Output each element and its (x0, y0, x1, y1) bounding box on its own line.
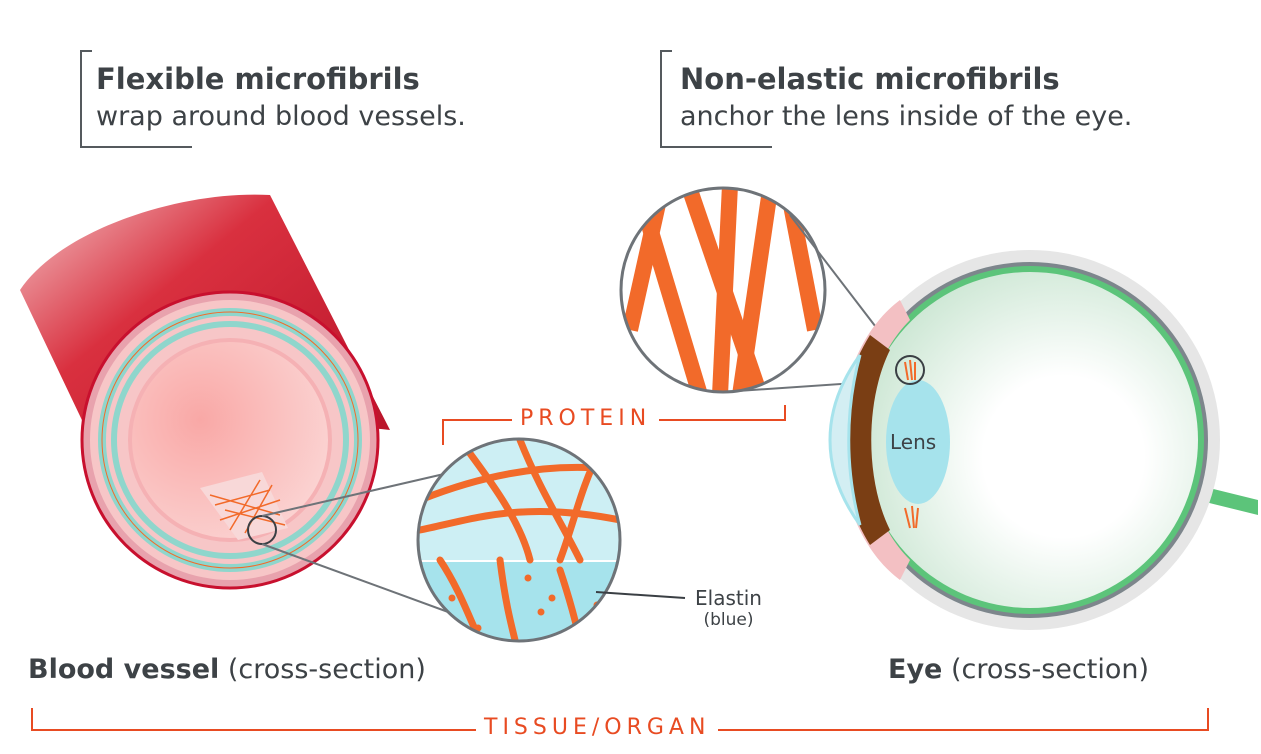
right-caption-bracket (660, 50, 772, 148)
eye-title: Eye (888, 654, 943, 685)
blood-vessel-note: (cross-section) (227, 654, 426, 685)
left-caption-bracket (80, 50, 192, 148)
left-caption-title: Flexible microfibrils (96, 62, 420, 96)
eye-label: Eye (cross-section) (888, 654, 1149, 685)
right-caption: Non-elastic microfibrils anchor the lens… (680, 62, 1132, 133)
protein-detail-circle (416, 437, 622, 643)
right-caption-title: Non-elastic microfibrils (680, 62, 1060, 96)
elastin-note: (blue) (703, 610, 754, 630)
protein-label: PROTEIN (512, 406, 660, 431)
blood-vessel-illustration (20, 194, 390, 590)
left-caption: Flexible microfibrils wrap around blood … (96, 62, 466, 133)
tissue-organ-label: TISSUE/ORGAN (476, 715, 719, 740)
elastin-pointer (595, 591, 686, 599)
left-caption-subtitle: wrap around blood vessels. (96, 100, 466, 132)
right-caption-subtitle: anchor the lens inside of the eye. (680, 100, 1133, 132)
blood-vessel-label: Blood vessel (cross-section) (28, 654, 426, 685)
elastin-label-text: Elastin (695, 586, 762, 610)
eye-note: (cross-section) (950, 654, 1150, 685)
blood-vessel-title: Blood vessel (28, 654, 220, 685)
lens-label: Lens (890, 430, 937, 454)
eye-zoom-circle (619, 186, 827, 394)
eye-illustration (828, 250, 1258, 630)
elastin-label: Elastin (blue) (695, 586, 762, 630)
